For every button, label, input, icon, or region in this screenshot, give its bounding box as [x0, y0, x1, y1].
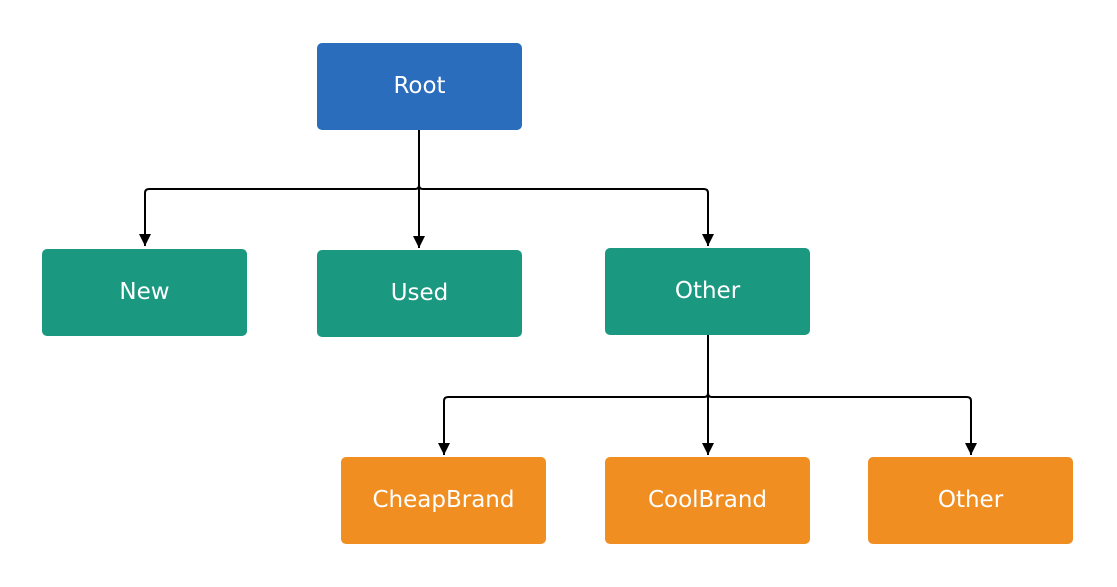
- node-new-label: New: [119, 279, 170, 305]
- node-other-label: Other: [674, 278, 741, 304]
- node-cheapbrand[interactable]: CheapBrand: [341, 457, 546, 544]
- node-root[interactable]: Root: [317, 43, 522, 130]
- node-other2-label: Other: [937, 487, 1004, 513]
- edge-other-other2: [707, 335, 977, 455]
- node-used[interactable]: Used: [317, 250, 522, 337]
- node-root-label: Root: [393, 73, 446, 99]
- node-other2[interactable]: Other: [868, 457, 1073, 544]
- edge-root-new: [139, 130, 420, 246]
- node-new[interactable]: New: [42, 249, 247, 336]
- node-cheapbrand-label: CheapBrand: [372, 487, 515, 513]
- node-coolbrand[interactable]: CoolBrand: [605, 457, 810, 544]
- node-coolbrand-label: CoolBrand: [647, 487, 768, 513]
- node-other[interactable]: Other: [605, 248, 810, 335]
- edge-root-other: [418, 130, 714, 246]
- edge-other-cheapbrand: [438, 335, 709, 455]
- node-used-label: Used: [390, 280, 449, 306]
